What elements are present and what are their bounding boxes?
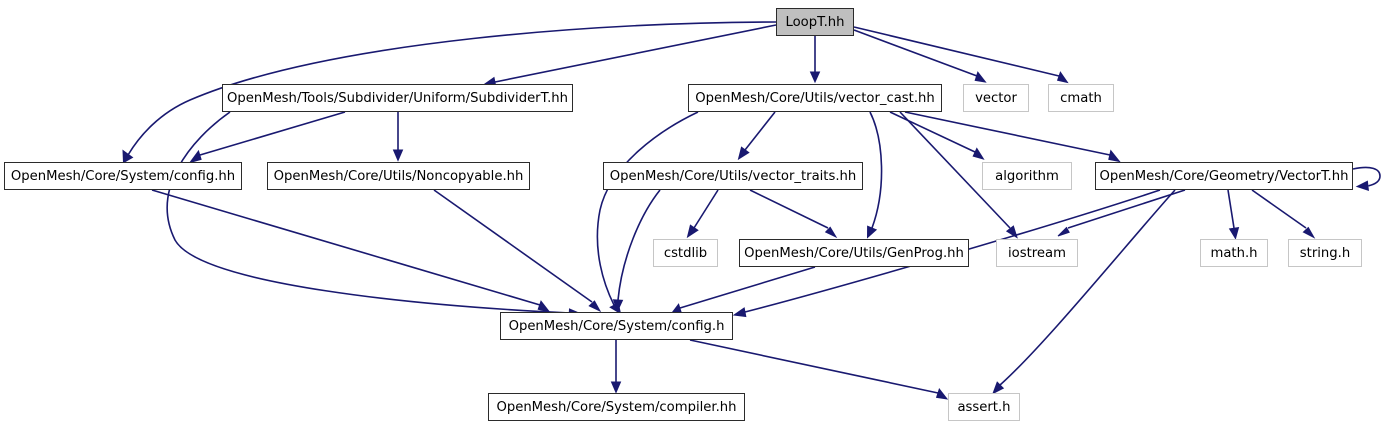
node-label: OpenMesh/Core/System/compiler.hh [496,399,737,415]
edge-genprog-to-config-h [668,266,816,317]
node-label: cstdlib [663,245,708,261]
edge-loopt-to-config-hh [122,21,777,164]
node-genprog-hh[interactable]: OpenMesh/Core/Utils/GenProg.hh [739,239,969,267]
node-subdividert-hh[interactable]: OpenMesh/Tools/Subdivider/Uniform/Subdiv… [222,84,573,112]
node-algorithm[interactable]: algorithm [982,162,1072,190]
node-label: iostream [1008,245,1066,261]
node-config-h[interactable]: OpenMesh/Core/System/config.h [500,312,733,340]
node-label: OpenMesh/Core/Geometry/VectorT.hh [1099,168,1349,184]
node-iostream[interactable]: iostream [996,239,1078,267]
node-math-h[interactable]: math.h [1200,239,1268,267]
node-cstdlib[interactable]: cstdlib [653,239,718,267]
node-label: OpenMesh/Core/Utils/vector_cast.hh [695,90,935,106]
node-label: OpenMesh/Core/Utils/GenProg.hh [744,245,964,261]
edge-vectort-to-iostream [1057,189,1186,237]
edge-vector-traits-to-genprog [749,189,838,239]
edge-vector-cast-to-vector-traits [737,111,776,161]
node-label: string.h [1299,245,1351,261]
edge-vector-cast-to-config-h [596,111,699,315]
edge-loopt-to-subdividert [483,24,777,88]
node-label: cmath [1060,90,1102,106]
edge-noncopyable-to-config-h [433,189,602,313]
edge-loopt-to-cmath [853,26,1069,84]
node-label: LoopT.hh [785,14,845,30]
node-noncopyable-hh[interactable]: OpenMesh/Core/Utils/Noncopyable.hh [267,162,530,190]
node-label: vector [975,90,1017,106]
edge-vectort-to-assert-h [992,189,1176,395]
edge-vector-traits-to-cstdlib [686,189,719,239]
node-string-h[interactable]: string.h [1288,239,1362,267]
node-compiler-hh[interactable]: OpenMesh/Core/System/compiler.hh [488,393,745,421]
edge-config-h-to-compiler-hh [610,340,622,394]
node-config-hh[interactable]: OpenMesh/Core/System/config.hh [4,162,242,190]
edge-vector-cast-to-algorithm [889,111,985,160]
node-vector-cast-hh[interactable]: OpenMesh/Core/Utils/vector_cast.hh [688,84,942,112]
node-label: OpenMesh/Core/System/config.h [508,318,725,334]
edge-vector-cast-to-iostream [899,111,1018,239]
node-label: assert.h [957,399,1011,415]
edge-loopt-to-vector-cast [809,36,821,84]
node-cmath[interactable]: cmath [1048,84,1114,112]
node-label: algorithm [995,168,1059,184]
edge-config-hh-to-config-h [151,189,551,313]
edge-vectort-to-math-h [1227,189,1240,240]
edge-vector-cast-to-vectort [904,111,1121,163]
node-label: OpenMesh/Core/Utils/vector_traits.hh [609,168,857,184]
edge-loopt-to-vector [853,29,987,83]
edge-subdividert-to-config-hh [188,111,346,164]
node-label: OpenMesh/Core/System/config.hh [10,168,236,184]
edge-config-h-to-assert-h [689,339,949,400]
node-vector[interactable]: vector [963,84,1029,112]
edge-subdividert-to-config-h [166,111,582,319]
node-label: math.h [1210,245,1258,261]
node-loopt-hh[interactable]: LoopT.hh [776,8,854,36]
edge-vector-cast-to-genprog [866,111,883,239]
node-vector-traits-hh[interactable]: OpenMesh/Core/Utils/vector_traits.hh [603,162,863,190]
edge-vectort-self-loop [1352,166,1381,192]
node-vectort-hh[interactable]: OpenMesh/Core/Geometry/VectorT.hh [1095,162,1353,190]
edge-vector-traits-to-config-h [612,189,661,313]
edge-vectort-to-string-h [1251,189,1316,239]
node-label: OpenMesh/Tools/Subdivider/Uniform/Subdiv… [226,90,569,106]
node-label: OpenMesh/Core/Utils/Noncopyable.hh [273,168,524,184]
node-assert-h[interactable]: assert.h [948,393,1020,421]
edge-subdividert-to-noncopyable [392,112,404,162]
